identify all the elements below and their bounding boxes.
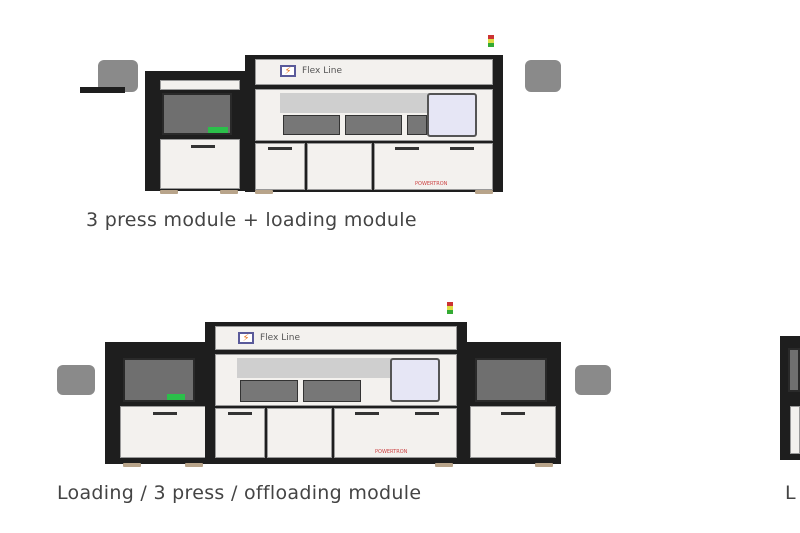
machine-image-1[interactable]: ⚡ Flex Line POWERTRON <box>80 35 580 195</box>
feeder-unit <box>427 93 477 137</box>
offloading-window <box>475 358 547 402</box>
press-window-3 <box>407 115 427 135</box>
press-window-2 <box>345 115 402 135</box>
press-window-2 <box>303 380 361 402</box>
press-upper-glass <box>280 93 470 113</box>
header-panel: ⚡ Flex Line <box>255 59 493 85</box>
maker-label: POWERTRON <box>375 449 408 455</box>
signal-tower <box>447 302 453 314</box>
robot-arm-left <box>57 365 95 395</box>
flexline-logo-icon: ⚡ <box>280 65 296 77</box>
signal-tower <box>488 35 494 47</box>
cabinet-door-1 <box>215 408 265 458</box>
press-upper-glass <box>237 358 432 378</box>
machine-brand: Flex Line <box>260 333 300 343</box>
cabinet-door-1 <box>255 143 305 190</box>
header-panel: ⚡ Flex Line <box>215 326 457 350</box>
press-window-1 <box>240 380 298 402</box>
top-panel <box>160 80 240 90</box>
maker-label: POWERTRON <box>415 181 448 187</box>
status-indicator <box>167 394 185 400</box>
machine-brand: Flex Line <box>302 66 342 76</box>
lower-cabinet-right <box>470 406 556 458</box>
robot-arm-right <box>575 365 611 395</box>
robot-arm-right <box>525 60 561 92</box>
machine-image-2[interactable]: ⚡ Flex Line POWERTRON <box>45 300 620 468</box>
loading-window <box>788 348 800 392</box>
status-indicator <box>208 127 228 133</box>
cabinet-door-3: POWERTRON <box>334 408 457 458</box>
lower-cabinet <box>120 406 210 458</box>
cabinet-door-2 <box>307 143 372 190</box>
caption-1: 3 press module + loading module <box>86 209 417 231</box>
robot-base-left <box>80 87 125 93</box>
caption-2: Loading / 3 press / offloading module <box>57 482 422 504</box>
caption-3: L <box>785 482 796 504</box>
robot-arm-left <box>98 60 138 92</box>
press-window-1 <box>283 115 340 135</box>
feeder-unit <box>390 358 440 402</box>
cabinet-door-3: POWERTRON <box>374 143 493 190</box>
machine-image-3[interactable] <box>780 336 800 460</box>
lower-cabinet <box>790 406 800 454</box>
lower-cabinet <box>160 139 240 189</box>
cabinet-door-2 <box>267 408 332 458</box>
flexline-logo-icon: ⚡ <box>238 332 254 344</box>
